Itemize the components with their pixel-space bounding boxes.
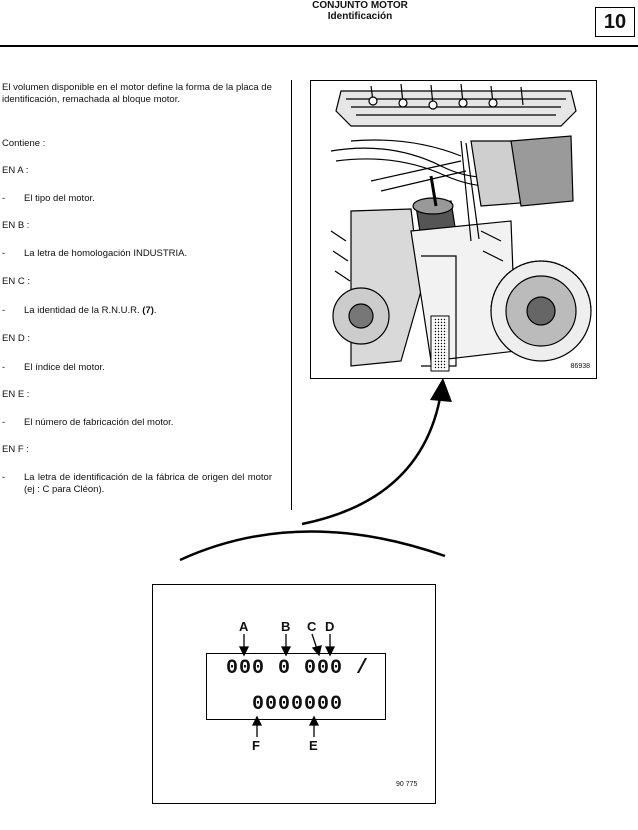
section-a-heading: EN A : xyxy=(2,165,29,176)
section-e-heading: EN E : xyxy=(2,389,30,400)
dash-marker: - xyxy=(2,472,6,483)
section-d-text: El índice del motor. xyxy=(24,362,105,373)
label-f: F xyxy=(252,738,260,753)
engine-photo-figure: 86938 xyxy=(310,80,597,379)
engine-illustration xyxy=(330,83,592,372)
dash-marker: - xyxy=(2,362,6,373)
label-c: C xyxy=(307,619,317,634)
section-e-text: El número de fabricación del motor. xyxy=(24,417,174,428)
section-f-text: La letra de identificación de la fábrica… xyxy=(24,472,272,495)
dash-marker: - xyxy=(2,417,6,428)
label-e: E xyxy=(309,738,318,753)
section-c-bold-ref: (7) xyxy=(142,305,154,316)
text-column: El volumen disponible en el motor define… xyxy=(2,82,272,495)
contains-label: Contiene : xyxy=(2,138,46,149)
dash-marker: - xyxy=(2,248,6,259)
label-d: D xyxy=(325,619,335,634)
section-a-text: El tipo del motor. xyxy=(24,193,95,204)
label-a: A xyxy=(239,619,249,634)
section-f-heading: EN F : xyxy=(2,444,29,455)
header-rule xyxy=(0,45,638,47)
plate-line-1: 000 0 000 / xyxy=(226,657,370,680)
section-b-heading: EN B : xyxy=(2,220,30,231)
section-c-text: La identidad de la R.N.U.R. (7). xyxy=(24,305,272,317)
identification-plate xyxy=(206,653,386,720)
plate-line-2: 0000000 xyxy=(252,693,344,716)
section-b-text: La letra de homologación INDUSTRIA. xyxy=(24,248,188,259)
header-title: CONJUNTO MOTOR xyxy=(312,0,408,11)
plate-reference-number: 90 775 xyxy=(396,781,418,788)
dash-marker: - xyxy=(2,193,6,204)
dash-marker: - xyxy=(2,305,6,316)
column-divider xyxy=(291,80,292,510)
intro-paragraph: El volumen disponible en el motor define… xyxy=(2,82,272,105)
section-c-text-end: . xyxy=(153,305,157,316)
plate-figure xyxy=(152,584,436,804)
photo-reference-number: 86938 xyxy=(570,363,590,370)
header-subtitle: Identificación xyxy=(327,11,393,22)
chapter-number: 10 xyxy=(595,7,635,37)
section-c-heading: EN C : xyxy=(2,276,30,287)
label-b: B xyxy=(281,619,291,634)
section-d-heading: EN D : xyxy=(2,333,30,344)
section-c-text-main: La identidad de la R.N.U.R. xyxy=(24,305,140,316)
